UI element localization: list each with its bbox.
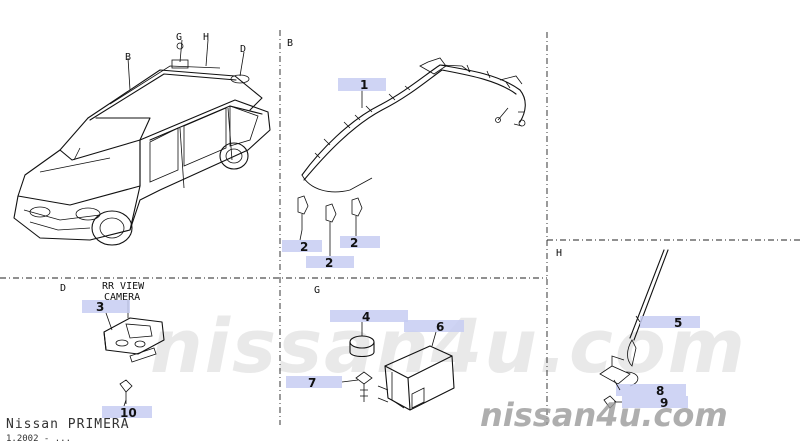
part-callouts: 1 2 2 2 3 4 5 6 7 8 9 10 [82, 78, 700, 420]
part-ref-6: 6 [436, 320, 444, 334]
part-ref-2a: 2 [300, 240, 308, 254]
part-ref-10: 10 [120, 406, 137, 420]
tag-part-8 [616, 384, 686, 396]
part-ref-3: 3 [96, 300, 104, 314]
antenna-drawing [599, 249, 669, 409]
part-ref-7: 7 [308, 376, 316, 390]
tag-part-2a [282, 240, 322, 252]
car-callout-g: G [176, 32, 182, 43]
part-ref-4: 4 [362, 310, 370, 324]
clip-parts [297, 195, 363, 238]
part-ref-9: 9 [660, 396, 668, 410]
tag-part-2b [306, 256, 354, 268]
tag-part-3 [82, 300, 130, 313]
car-callout-h: H [203, 32, 209, 43]
tag-part-9 [622, 396, 688, 408]
watermark-small: nissan4u.com [480, 396, 728, 434]
section-label-g: G [314, 285, 320, 296]
tag-part-4 [330, 310, 408, 322]
tag-part-6 [404, 320, 464, 332]
section-label-b: B [287, 38, 293, 49]
camera-label: CAMERA [104, 292, 140, 303]
footer-model: Nissan PRIMERA [6, 417, 130, 432]
section-label-h: H [556, 248, 562, 259]
footer-date: 1.2002 - ... [6, 434, 71, 444]
part-ref-1: 1 [360, 78, 368, 92]
car-callout-b: B [125, 52, 131, 63]
tag-part-2c [340, 236, 380, 248]
part-ref-5: 5 [674, 316, 682, 330]
tag-part-1 [338, 78, 386, 91]
part-ref-2b: 2 [325, 256, 333, 270]
tag-part-10 [102, 406, 152, 418]
car-drawing [13, 39, 271, 246]
control-unit-drawing [349, 335, 455, 411]
part-ref-2c: 2 [350, 236, 358, 250]
rr-view-label: RR VIEW [102, 281, 145, 292]
section-label-d: D [60, 283, 66, 294]
leader-lines [105, 229, 641, 407]
roof-harness-drawing [301, 57, 526, 193]
car-callout-d: D [240, 44, 246, 55]
section-dividers [0, 30, 800, 425]
tag-part-5 [640, 316, 700, 328]
tag-part-7 [286, 376, 342, 388]
part-ref-8: 8 [656, 384, 664, 398]
